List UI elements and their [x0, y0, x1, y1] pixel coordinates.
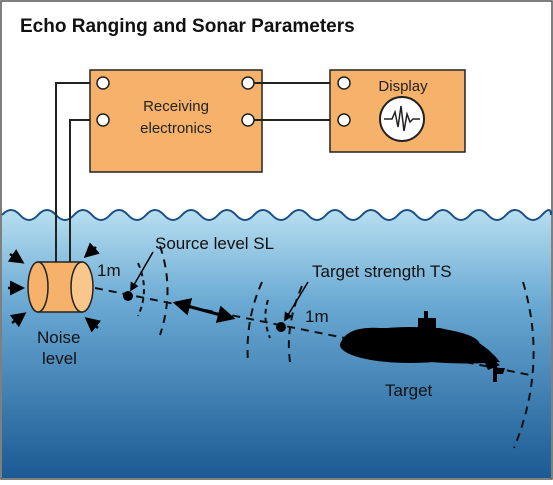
terminal-icon — [96, 76, 110, 90]
terminal-icon — [241, 76, 255, 90]
water-surface-line — [1, 209, 552, 221]
receiver-label-line2: electronics — [140, 120, 212, 137]
noise-level-label-line1: Noise — [37, 328, 80, 347]
source-reference-point — [123, 291, 133, 301]
receiver-label-line1: Receiving — [143, 98, 209, 115]
submarine-icon — [340, 311, 505, 382]
terminal-icon — [337, 113, 351, 127]
display-box: Display — [329, 69, 466, 153]
arrow-icon — [83, 242, 100, 259]
source-level-leader — [130, 251, 154, 292]
wavefront-incoming-right — [287, 285, 303, 363]
waveform-icon — [379, 96, 425, 142]
source-level-label: Source level SL — [155, 234, 274, 253]
noise-level-label-line2: level — [42, 349, 77, 368]
terminal-icon — [241, 113, 255, 127]
wavefront-near — [159, 245, 169, 336]
target-strength-label: Target strength TS — [312, 262, 452, 281]
transducer-cables — [55, 82, 97, 262]
transducer-icon — [27, 261, 94, 313]
wavefronts — [159, 245, 535, 449]
target-label: Target — [385, 381, 433, 400]
range-arrow — [172, 298, 236, 323]
target-distance-label: 1m — [305, 307, 329, 326]
arrow-icon — [84, 317, 102, 333]
wavefront-incoming-left — [246, 281, 263, 363]
terminal-icon — [337, 76, 351, 90]
wavefront-far — [513, 281, 535, 449]
diagram-title: Echo Ranging and Sonar Parameters — [20, 16, 355, 37]
noise-arrows — [7, 242, 102, 333]
target-reference-point — [276, 322, 286, 332]
display-label: Display — [378, 78, 428, 95]
terminal-icon — [96, 113, 110, 127]
target-strength-leader — [284, 281, 309, 322]
reference-arcs — [137, 262, 271, 339]
receiving-electronics-box: Receiving electronics — [89, 69, 263, 173]
display-wires — [254, 82, 338, 121]
arrow-icon — [9, 312, 27, 328]
source-distance-label: 1m — [97, 261, 121, 280]
arrow-icon — [7, 249, 25, 264]
